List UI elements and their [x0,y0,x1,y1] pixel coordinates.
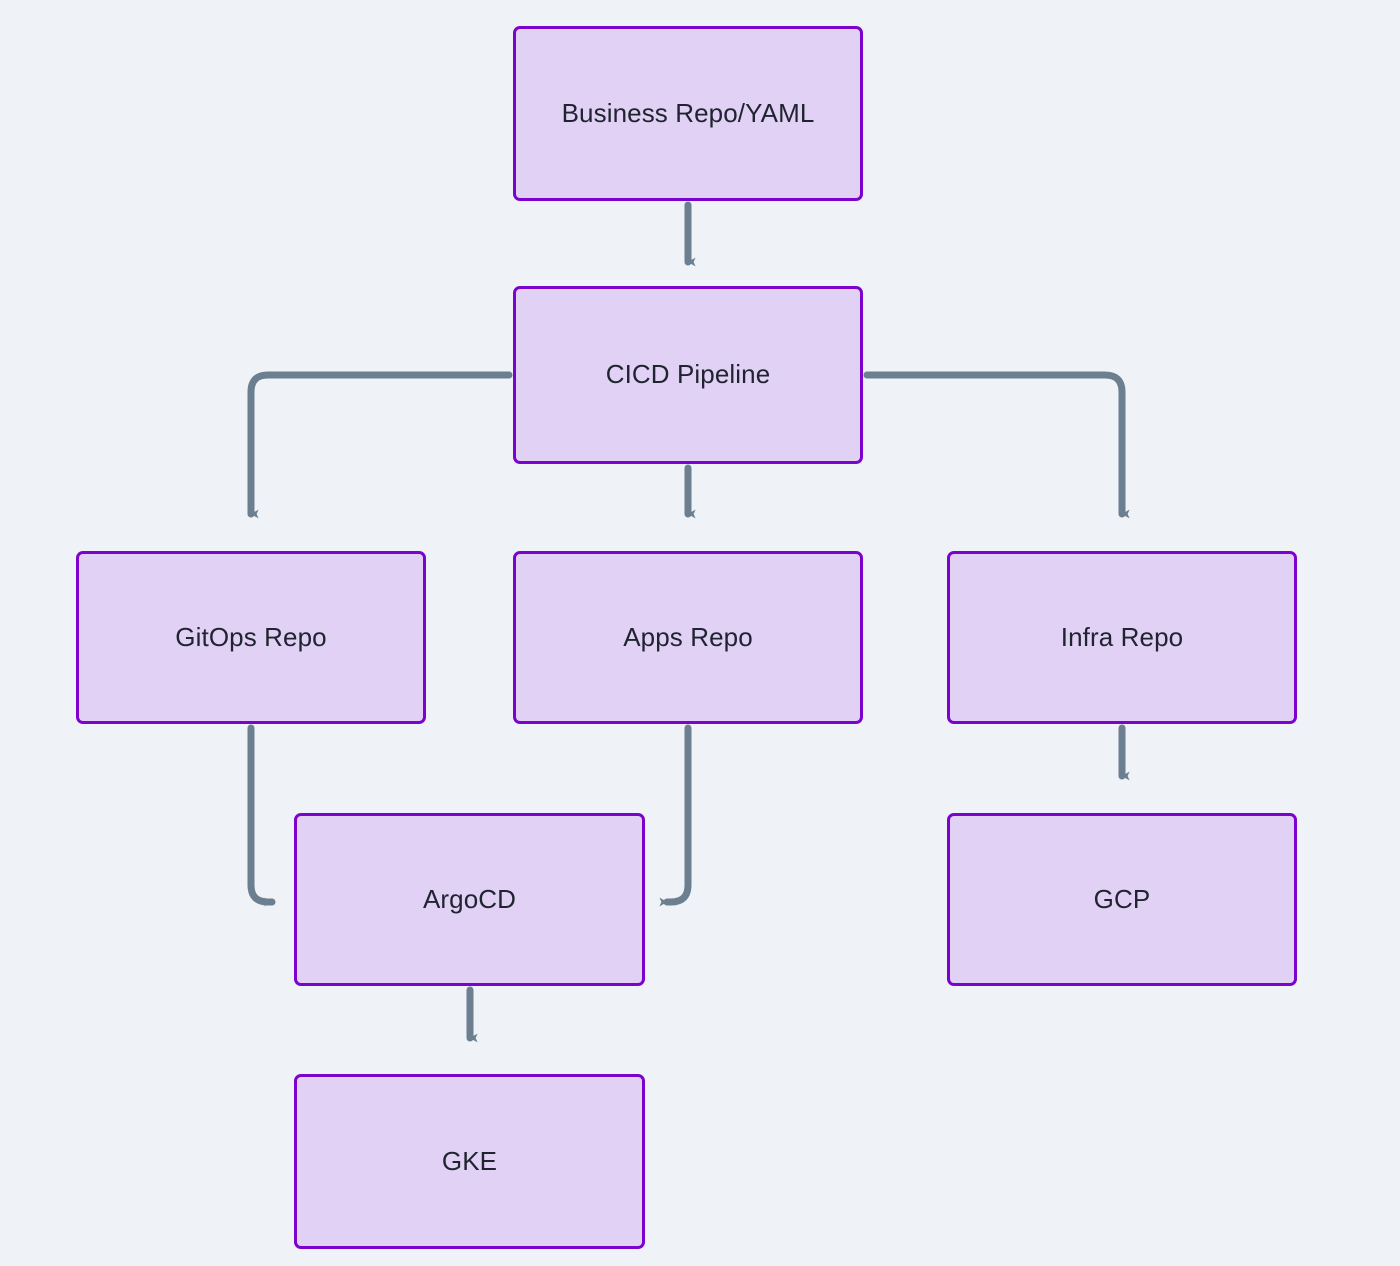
node-label-gitops-repo: GitOps Repo [175,621,327,652]
node-business-repo-yaml[interactable]: Business Repo/YAML [513,26,863,201]
edge-cicd-to-infra [863,371,1130,519]
node-label-gcp: GCP [1093,883,1151,914]
node-apps-repo[interactable]: Apps Repo [513,551,863,724]
edge-cicd-to-gitops [247,371,513,519]
node-gke[interactable]: GKE [294,1074,645,1249]
node-label-infra-repo: Infra Repo [1060,621,1184,652]
edge-gitops-to-argocd [247,724,276,907]
edge-apps-to-argocd [659,724,692,907]
node-label-argocd: ArgoCD [422,883,517,914]
node-label-gke: GKE [441,1145,498,1176]
node-label-apps-repo: Apps Repo [623,621,753,652]
node-label-business-repo-yaml: Business Repo/YAML [561,97,815,128]
node-argocd[interactable]: ArgoCD [294,813,645,986]
node-cicd-pipeline[interactable]: CICD Pipeline [513,286,863,464]
node-infra-repo[interactable]: Infra Repo [947,551,1297,724]
node-gitops-repo[interactable]: GitOps Repo [76,551,426,724]
node-gcp[interactable]: GCP [947,813,1297,986]
node-label-cicd-pipeline: CICD Pipeline [605,359,771,390]
